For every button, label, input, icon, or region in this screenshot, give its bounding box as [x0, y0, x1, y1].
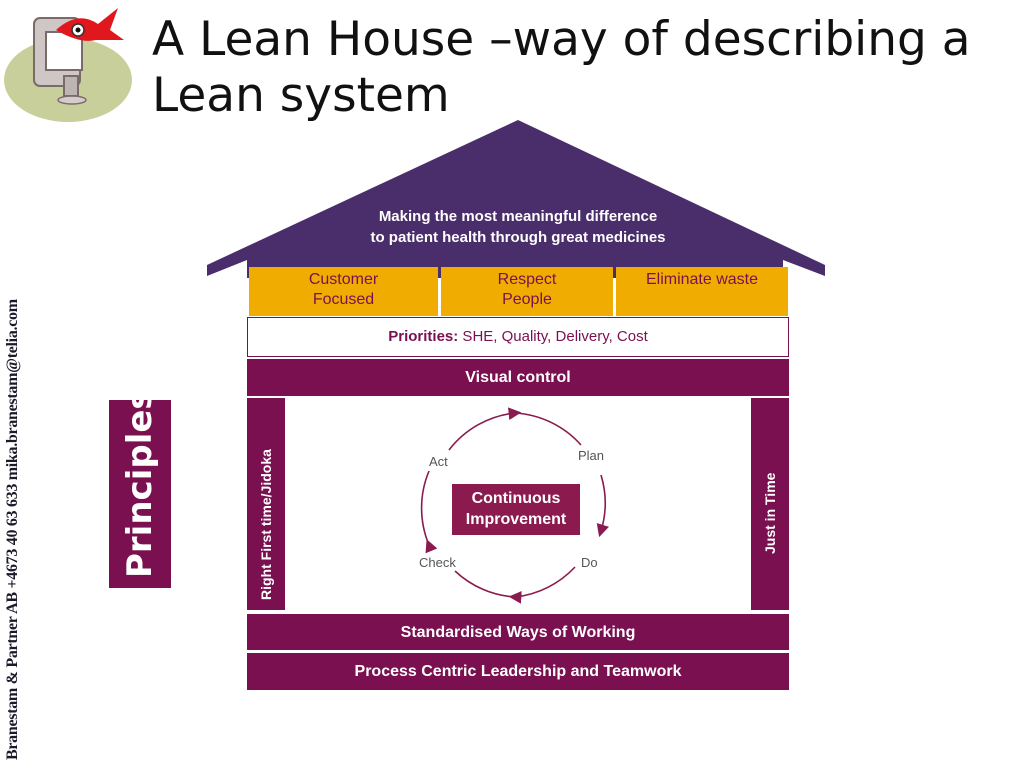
left-pillar: Right First time/Jidoka	[247, 398, 285, 610]
cycle-check: Check	[419, 555, 456, 570]
value-line-2: Focused	[312, 291, 375, 308]
value-line-1: Customer	[308, 271, 379, 288]
priorities-text: SHE, Quality, Delivery, Cost	[458, 328, 648, 345]
roof	[207, 120, 825, 278]
roof-line-1: Making the most meaningful difference	[378, 208, 658, 225]
cycle-act: Act	[429, 454, 448, 469]
title-line-2: Lean system	[152, 68, 450, 123]
right-pillar: Just in Time	[751, 398, 789, 610]
page-title: A Lean House –way of describing a Lean s…	[152, 12, 1012, 124]
roof-mission: Making the most meaningful difference to…	[320, 206, 716, 248]
standardised-ways-band: Standardised Ways of Working	[247, 614, 789, 650]
ci-line-1: Continuous	[471, 490, 561, 507]
title-line-1: A Lean House –way of describing a	[152, 12, 971, 67]
value-customer-focused: Customer Focused	[249, 267, 438, 316]
principles-label: Principles	[120, 389, 160, 578]
left-pillar-label: Right First time/Jidoka	[258, 449, 274, 600]
right-pillar-label: Just in Time	[762, 472, 778, 554]
value-respect-people: Respect People	[441, 267, 613, 316]
leadership-band: Process Centric Leadership and Teamwork	[247, 653, 789, 690]
priorities-label: Priorities:	[388, 328, 459, 345]
principles-box	[109, 400, 171, 588]
value-eliminate-waste: Eliminate waste	[616, 267, 788, 316]
value-line-2: People	[502, 291, 552, 308]
priorities-bar: Priorities: SHE, Quality, Delivery, Cost	[247, 317, 789, 357]
contact-info: Branestam & Partner AB +4673 40 63 633 m…	[4, 299, 21, 760]
continuous-improvement-box: Continuous Improvement	[452, 484, 580, 535]
pdca-cycle	[420, 407, 609, 604]
roof-line-2: to patient health through great medicine…	[370, 229, 666, 246]
cycle-plan: Plan	[578, 448, 605, 463]
ci-line-2: Improvement	[465, 511, 567, 528]
visual-control-band: Visual control	[247, 359, 789, 396]
logo	[0, 0, 140, 128]
cycle-do: Do	[581, 555, 598, 570]
value-line-1: Eliminate waste	[645, 271, 759, 288]
value-line-1: Respect	[497, 271, 557, 288]
